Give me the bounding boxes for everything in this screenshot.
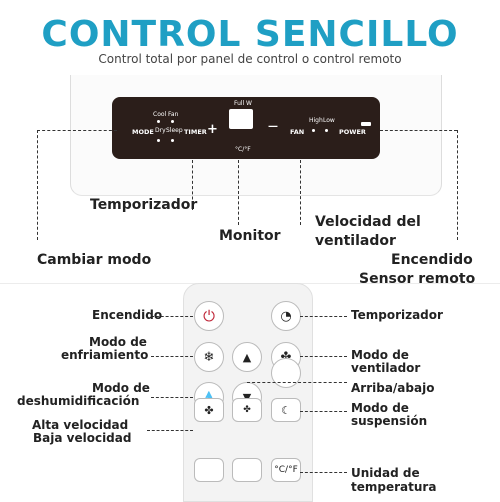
snowflake-icon[interactable]: ❄ — [194, 342, 224, 372]
fan-label: Fan — [168, 111, 179, 118]
blank-button[interactable] — [271, 358, 301, 388]
timer-label: TIMER — [184, 128, 207, 136]
power-label: POWER — [339, 128, 366, 136]
cool-label: Cool — [153, 111, 167, 118]
label-r-unidad-2: temperatura — [351, 480, 437, 494]
label-r-ventilador-2: ventilador — [351, 361, 421, 375]
w-label: W — [246, 100, 252, 107]
temp-unit-label: °C/°F — [235, 146, 251, 153]
mode-label: MODE — [132, 128, 154, 136]
fan-high-icon[interactable]: ✤ — [194, 398, 224, 422]
label-r-unidad-1: Unidad de — [351, 466, 420, 480]
page-subtitle: Control total por panel de control o con… — [98, 52, 402, 66]
low-label: Low — [323, 117, 335, 124]
remote-sensor — [361, 122, 371, 126]
label-r-alta-velocidad: Alta velocidad — [32, 418, 129, 432]
control-panel: MODE Cool Fan Dry Sleep TIMER + Full W °… — [112, 97, 380, 159]
label-r-suspension-2: suspensión — [351, 414, 428, 428]
label-r-deshum-2: deshumidificación — [17, 394, 140, 408]
label-monitor: Monitor — [219, 228, 281, 244]
label-r-suspension-1: Modo de — [351, 401, 409, 415]
power-icon[interactable]: ⏻ — [194, 301, 224, 331]
page-title: CONTROL SENCILLO — [41, 14, 459, 55]
blank-button-3[interactable] — [232, 458, 262, 482]
label-r-deshum-1: Modo de — [92, 381, 150, 395]
label-r-ventilador-1: Modo de — [351, 348, 409, 362]
sleep-label: Sleep — [166, 127, 183, 134]
timer-icon[interactable]: ◔ — [271, 301, 301, 331]
high-label: High — [309, 117, 323, 124]
label-velocidad-2: ventilador — [315, 233, 396, 249]
label-r-arriba-abajo: Arriba/abajo — [351, 381, 435, 395]
label-sensor-remoto: Sensor remoto — [359, 271, 476, 287]
plus-button[interactable]: + — [207, 122, 218, 137]
label-r-encendido: Encendido — [92, 308, 163, 322]
label-r-enfriamiento-1: Modo de — [89, 335, 147, 349]
fan-low-icon[interactable]: ✤ — [232, 398, 262, 422]
dry-label: Dry — [155, 127, 166, 134]
blank-button-2[interactable] — [194, 458, 224, 482]
label-cambiar-modo: Cambiar modo — [37, 252, 152, 268]
fan-speed-label: FAN — [290, 128, 305, 136]
temp-unit-button[interactable]: °C/°F — [271, 458, 301, 482]
label-encendido: Encendido — [391, 252, 473, 268]
label-temporizador: Temporizador — [90, 197, 198, 213]
moon-icon[interactable]: ☾ — [271, 398, 301, 422]
label-r-enfriamiento-2: enfriamiento — [61, 348, 149, 362]
label-r-baja-velocidad: Baja velocidad — [33, 431, 132, 445]
up-arrow-icon[interactable]: ▲ — [232, 342, 262, 372]
monitor-display — [229, 109, 253, 129]
label-velocidad-1: Velocidad del — [315, 214, 421, 230]
label-r-temporizador: Temporizador — [351, 308, 443, 322]
full-label: Full — [234, 100, 245, 107]
minus-button[interactable]: — — [268, 121, 278, 132]
